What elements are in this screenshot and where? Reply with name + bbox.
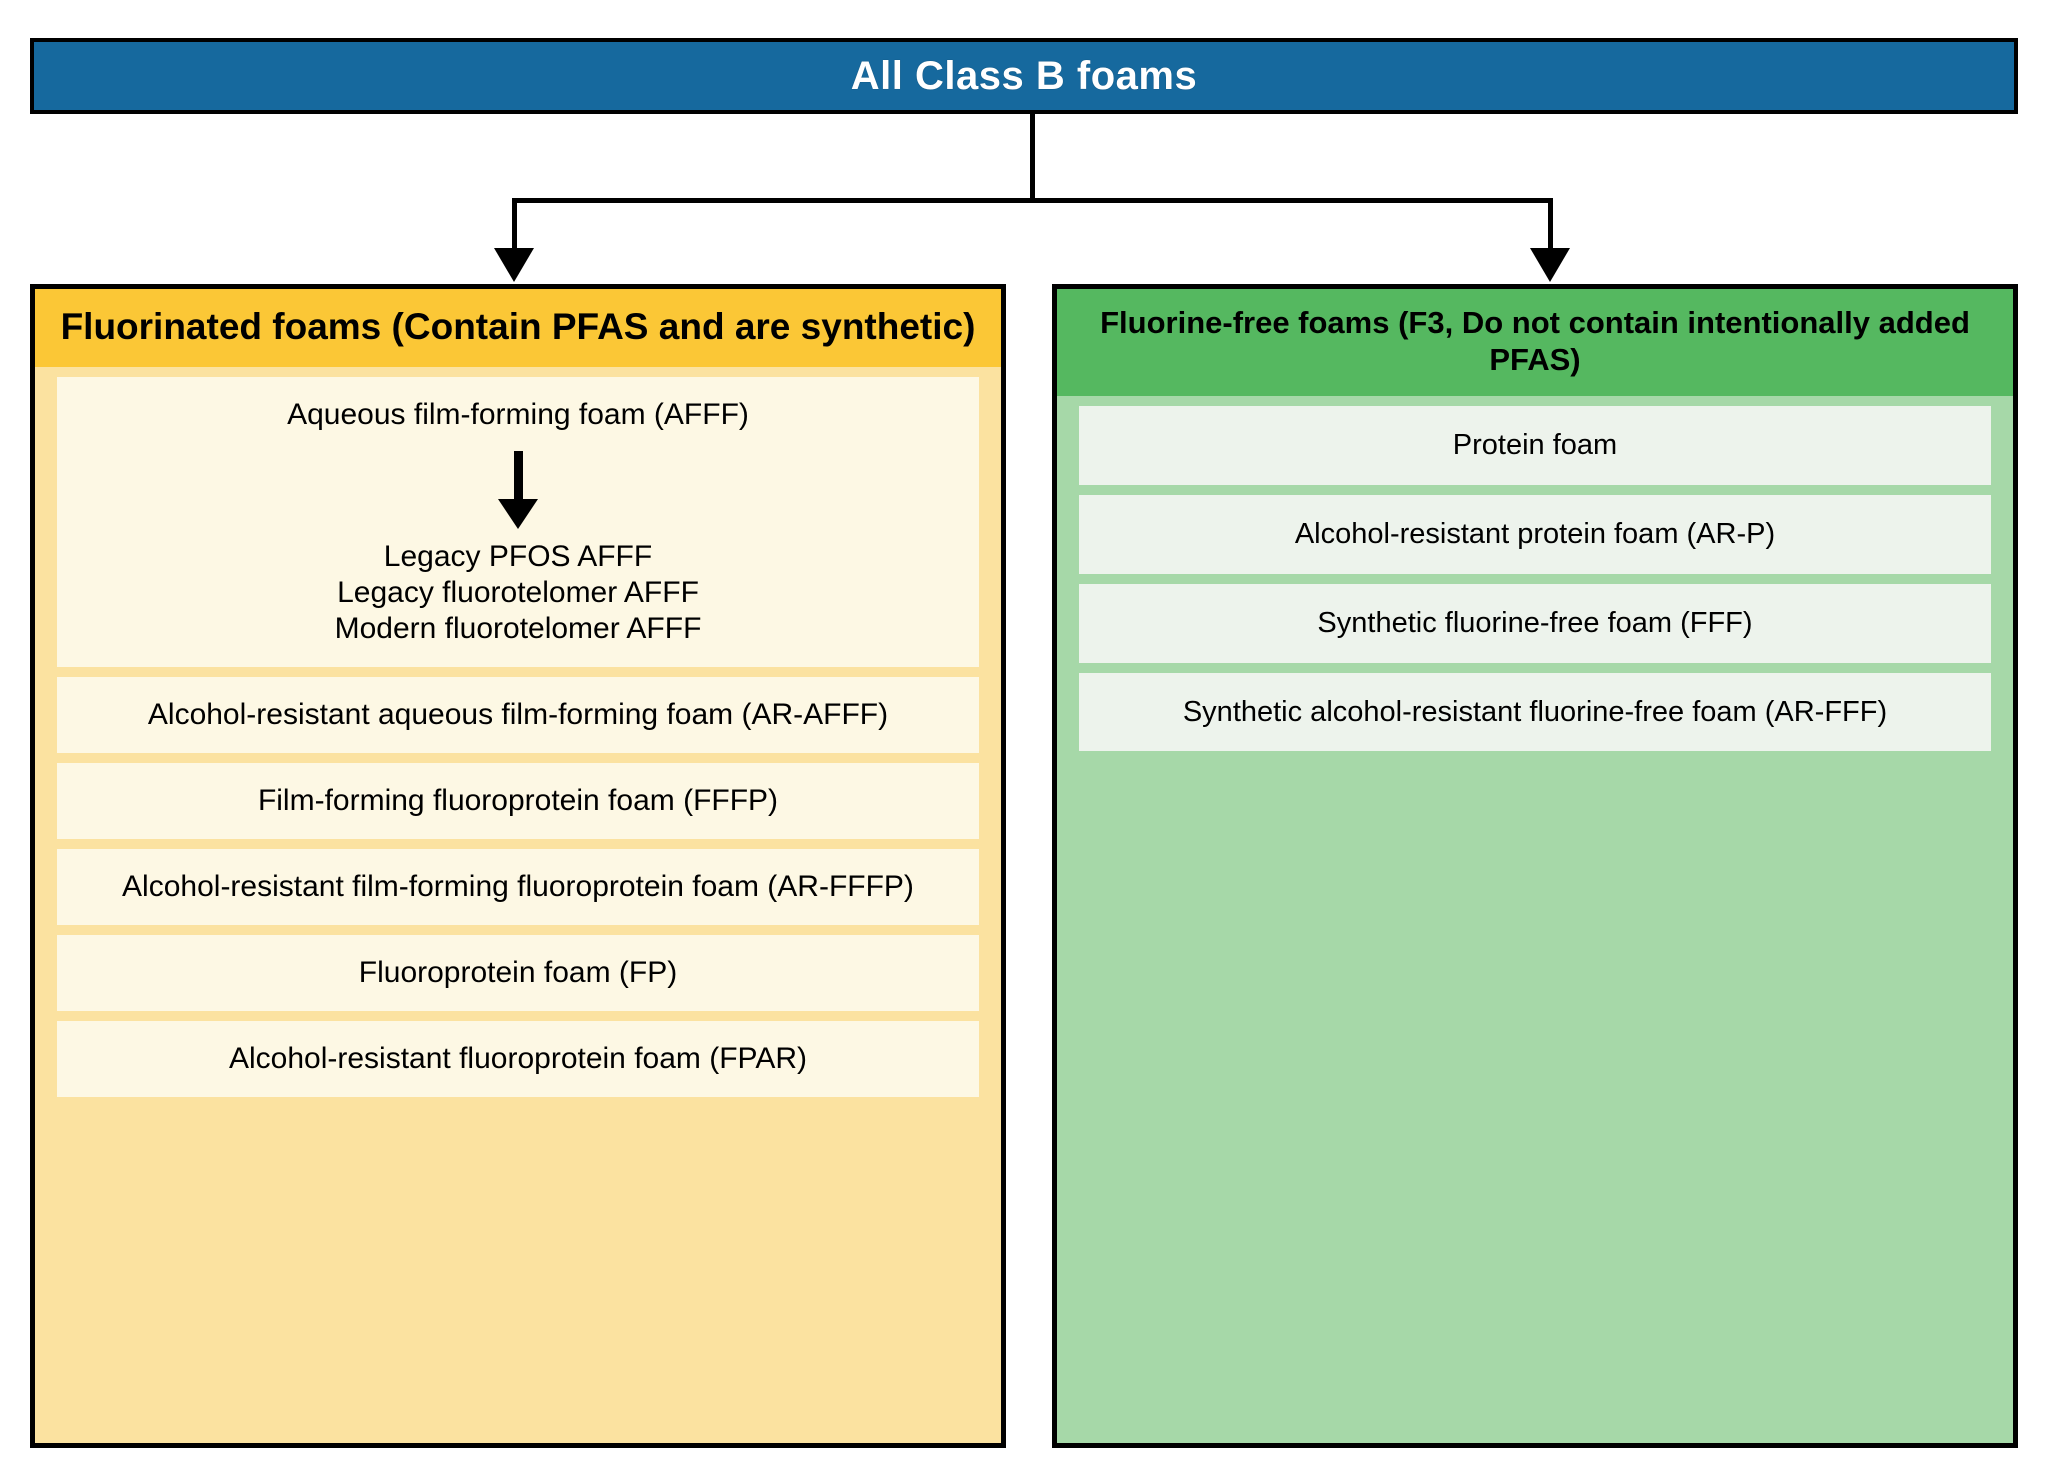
list-item-ar-fffp-label: Alcohol-resistant film-forming fluoropro… [122, 869, 914, 903]
branch-fluorinated-header-line1: Fluorinated foams [60, 306, 382, 347]
list-item-ar-afff[interactable]: Alcohol-resistant aqueous film-forming f… [57, 676, 979, 753]
branch-fluorine-free-header-line2: (F3, Do not contain intentionally added … [1398, 305, 1970, 377]
list-item-ar-p-label: Alcohol-resistant protein foam (AR-P) [1294, 517, 1776, 550]
list-item-ar-fffp[interactable]: Alcohol-resistant film-forming fluoropro… [57, 848, 979, 925]
list-item-fffp[interactable]: Film-forming fluoroprotein foam (FFFP) [57, 762, 979, 839]
sub-item-legacy-pfos-afff: Legacy PFOS AFFF [383, 539, 653, 573]
connector-horizontal-bar [512, 198, 1553, 203]
list-item-protein-foam-label: Protein foam [1452, 429, 1618, 462]
branch-fluorinated-body: Aqueous film-forming foam (AFFF) Legacy … [35, 367, 1001, 1125]
root-node-label: All Class B foams [850, 53, 1198, 98]
branch-fluorinated-header-line2: (Contain PFAS and are synthetic) [391, 306, 976, 347]
branch-fluorine-free-foams: Fluorine-free foams (F3, Do not contain … [1052, 284, 2018, 1448]
arrowhead-right-icon [1530, 248, 1570, 282]
list-item-ar-fff-label: Synthetic alcohol-resistant fluorine-fre… [1182, 695, 1888, 728]
arrowhead-left-icon [494, 248, 534, 282]
list-item-protein-foam[interactable]: Protein foam [1079, 406, 1991, 485]
list-item-fpar-label: Alcohol-resistant fluoroprotein foam (FP… [229, 1041, 807, 1075]
connector-root-stem [1030, 114, 1035, 202]
branch-fluorine-free-header-line1: Fluorine-free foams [1100, 305, 1390, 340]
branch-fluorine-free-header: Fluorine-free foams (F3, Do not contain … [1057, 289, 2013, 397]
sub-item-modern-fluorotelomer-afff: Modern fluorotelomer AFFF [334, 611, 702, 645]
list-item-ar-afff-label: Alcohol-resistant aqueous film-forming f… [147, 697, 889, 731]
list-item-fffp-label: Film-forming fluoroprotein foam (FFFP) [257, 783, 779, 817]
list-item-fff-label: Synthetic fluorine-free foam (FFF) [1317, 606, 1753, 639]
branch-fluorine-free-body: Protein foam Alcohol-resistant protein f… [1057, 396, 2013, 779]
list-item-afff[interactable]: Aqueous film-forming foam (AFFF) Legacy … [57, 376, 979, 667]
list-item-fpar[interactable]: Alcohol-resistant fluoroprotein foam (FP… [57, 1020, 979, 1097]
sub-item-legacy-fluorotelomer-afff: Legacy fluorotelomer AFFF [337, 575, 699, 609]
root-node-all-class-b-foams: All Class B foams [30, 38, 2018, 114]
list-item-ar-fff[interactable]: Synthetic alcohol-resistant fluorine-fre… [1079, 672, 1991, 752]
branch-fluorinated-header: Fluorinated foams (Contain PFAS and are … [35, 289, 1001, 367]
list-item-fp-label: Fluoroprotein foam (FP) [358, 955, 678, 989]
list-item-ar-p[interactable]: Alcohol-resistant protein foam (AR-P) [1079, 494, 1991, 574]
connector-drop-left [512, 198, 517, 250]
connector-drop-right [1548, 198, 1553, 250]
list-item-fp[interactable]: Fluoroprotein foam (FP) [57, 934, 979, 1011]
list-item-fff[interactable]: Synthetic fluorine-free foam (FFF) [1079, 583, 1991, 663]
down-arrow-icon [498, 450, 538, 529]
branch-fluorinated-foams: Fluorinated foams (Contain PFAS and are … [30, 284, 1006, 1448]
list-item-afff-label: Aqueous film-forming foam (AFFF) [287, 397, 749, 431]
